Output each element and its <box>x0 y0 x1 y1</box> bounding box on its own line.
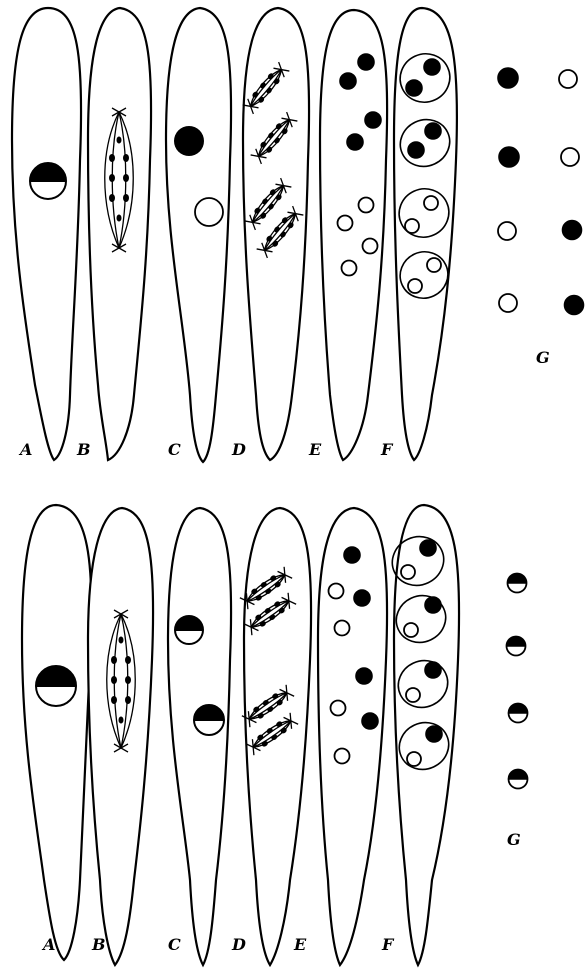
top-g-spore <box>561 148 579 166</box>
top-ascus-b <box>88 8 151 460</box>
top-panel: A B C D E F G <box>12 8 584 462</box>
bottom-g-spore <box>508 574 527 593</box>
bottom-ascus-c <box>168 508 231 965</box>
bottom-ascus-a <box>22 505 91 960</box>
top-label-e: E <box>308 440 322 459</box>
bottom-a-nucleus <box>36 666 76 706</box>
top-label-g: G <box>536 348 550 367</box>
bottom-label-c: C <box>168 935 181 954</box>
top-ascus-a <box>12 8 81 460</box>
top-g-spore <box>565 296 584 315</box>
bottom-c-nucleus <box>194 705 224 735</box>
top-label-b: B <box>76 440 91 459</box>
top-g-spore <box>498 222 516 240</box>
top-ascus-e <box>320 10 387 460</box>
top-ascus-f <box>391 8 458 460</box>
top-e-nucleus <box>363 239 378 254</box>
bottom-label-d: D <box>231 935 246 954</box>
top-label-f: F <box>380 440 394 459</box>
bottom-g-spore <box>509 704 528 723</box>
top-e-nucleus <box>342 261 357 276</box>
top-e-nucleus <box>340 73 356 89</box>
bottom-label-a: A <box>41 935 55 954</box>
bottom-e-nucleus <box>362 713 378 729</box>
bottom-ascus-e <box>318 508 387 965</box>
top-ascus-c <box>166 8 231 462</box>
bottom-e-nucleus <box>354 590 370 606</box>
top-label-d: D <box>231 440 246 459</box>
top-ascus-d <box>243 8 309 460</box>
bottom-label-f: F <box>381 935 395 954</box>
top-e-nucleus <box>365 112 381 128</box>
top-g-spore <box>499 147 519 167</box>
top-c-black-nucleus <box>174 126 204 156</box>
top-g-spores <box>498 68 584 315</box>
bottom-e-nucleus <box>356 668 372 684</box>
bottom-e-nucleus <box>335 749 350 764</box>
bottom-ascus-f <box>384 505 459 965</box>
top-label-a: A <box>18 440 32 459</box>
top-label-c: C <box>168 440 181 459</box>
top-e-nucleus <box>338 216 353 231</box>
bottom-ascus-b <box>88 508 153 965</box>
bottom-e-nucleus <box>335 621 350 636</box>
bottom-label-b: B <box>91 935 106 954</box>
top-a-nucleus <box>30 163 66 199</box>
bottom-e-nucleus <box>344 547 360 563</box>
top-e-nucleus <box>359 198 374 213</box>
bottom-ascus-d <box>240 508 311 965</box>
top-g-spore <box>498 68 518 88</box>
top-c-white-nucleus <box>195 198 223 226</box>
top-g-spore <box>563 221 582 240</box>
bottom-label-g: G <box>507 830 521 849</box>
top-e-nucleus <box>347 134 363 150</box>
bottom-g-spore <box>507 637 526 656</box>
bottom-c-nucleus <box>175 616 203 644</box>
bottom-g-spore <box>509 770 528 789</box>
top-e-nucleus <box>358 54 374 70</box>
top-g-spore <box>559 70 577 88</box>
bottom-label-e: E <box>293 935 307 954</box>
bottom-panel: A B C D E F G <box>22 505 528 965</box>
top-g-spore <box>499 294 517 312</box>
bottom-e-nucleus <box>329 584 344 599</box>
bottom-e-nucleus <box>331 701 346 716</box>
bottom-g-spores <box>507 574 528 789</box>
